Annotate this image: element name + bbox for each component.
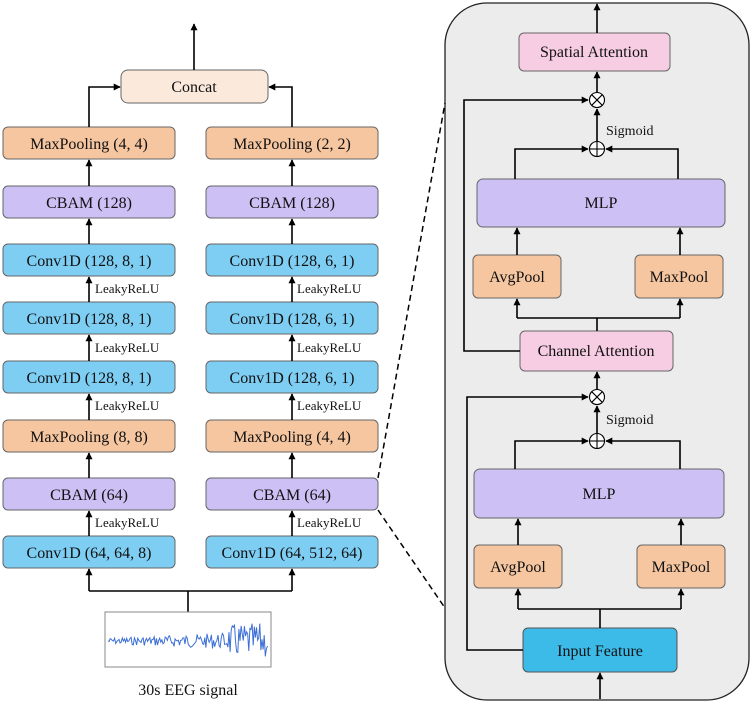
left-conv0-label: Conv1D (64, 64, 8) bbox=[27, 545, 152, 562]
right-maxpool-top-label: MaxPooling (2, 2) bbox=[233, 136, 351, 153]
zoom-line-top bbox=[377, 102, 446, 479]
mlp-bottom-box bbox=[473, 468, 725, 519]
mlp-top-label: MLP bbox=[585, 195, 618, 212]
left-activation-label-4: LeakyReLU bbox=[95, 281, 160, 296]
zoom-line-bottom bbox=[377, 509, 446, 609]
sigmoid-top-label: Sigmoid bbox=[606, 124, 653, 139]
avgpool-bottom-label: AvgPool bbox=[490, 559, 546, 576]
right-conv3-label: Conv1D (128, 6, 1) bbox=[230, 253, 355, 270]
sigmoid-bottom-label: Sigmoid bbox=[606, 413, 653, 428]
right-conv0-label: Conv1D (64, 512, 64) bbox=[222, 545, 363, 562]
right-activation-label-3: LeakyReLU bbox=[297, 340, 362, 355]
maxpool-bottom-label: MaxPool bbox=[652, 559, 711, 576]
concat-arrows bbox=[88, 23, 293, 127]
input-caption: 30s EEG signal bbox=[138, 682, 238, 699]
channel-attention-label: Channel Attention bbox=[538, 343, 655, 360]
left-conv2-label: Conv1D (128, 8, 1) bbox=[27, 311, 152, 328]
left-conv1-label: Conv1D (128, 8, 1) bbox=[27, 370, 152, 387]
eeg-waveform bbox=[107, 623, 268, 657]
mlp-top-box bbox=[476, 178, 726, 228]
right-activation-label-2: LeakyReLU bbox=[297, 398, 362, 413]
left-activation-label-2: LeakyReLU bbox=[95, 398, 160, 413]
cbam-detail-arrows bbox=[463, 3, 685, 699]
avgpool-top-label: AvgPool bbox=[489, 269, 545, 286]
concat-label: Concat bbox=[171, 79, 217, 96]
left-conv3-label: Conv1D (128, 8, 1) bbox=[27, 253, 152, 270]
input-split-arrows bbox=[85, 568, 296, 612]
maxpool-top-label: MaxPool bbox=[650, 269, 709, 286]
spatial-attention-box bbox=[518, 32, 671, 72]
right-activation-label-1: LeakyReLU bbox=[297, 515, 362, 530]
left-activation-label-3: LeakyReLU bbox=[95, 340, 160, 355]
input-feature-label: Input Feature bbox=[557, 643, 643, 660]
right-conv2-label: Conv1D (128, 6, 1) bbox=[230, 311, 355, 328]
left-maxpool-top-label: MaxPooling (4, 4) bbox=[30, 136, 148, 153]
right-activation-label-4: LeakyReLU bbox=[297, 281, 362, 296]
maxpool-top-box bbox=[634, 254, 724, 299]
left-activation-label-1: LeakyReLU bbox=[95, 515, 160, 530]
left-maxpool-mid-label: MaxPooling (8, 8) bbox=[30, 429, 148, 446]
right-maxpool-mid-label: MaxPooling (4, 4) bbox=[233, 429, 351, 446]
mlp-bottom-label: MLP bbox=[583, 486, 616, 503]
left-cbam-top-label: CBAM (128) bbox=[46, 195, 132, 212]
right-cbam-bottom-label: CBAM (64) bbox=[253, 487, 331, 504]
right-cbam-top-label: CBAM (128) bbox=[249, 195, 335, 212]
right-conv1-label: Conv1D (128, 6, 1) bbox=[230, 370, 355, 387]
spatial-attention-label: Spatial Attention bbox=[540, 44, 648, 61]
left-cbam-bottom-label: CBAM (64) bbox=[50, 487, 128, 504]
